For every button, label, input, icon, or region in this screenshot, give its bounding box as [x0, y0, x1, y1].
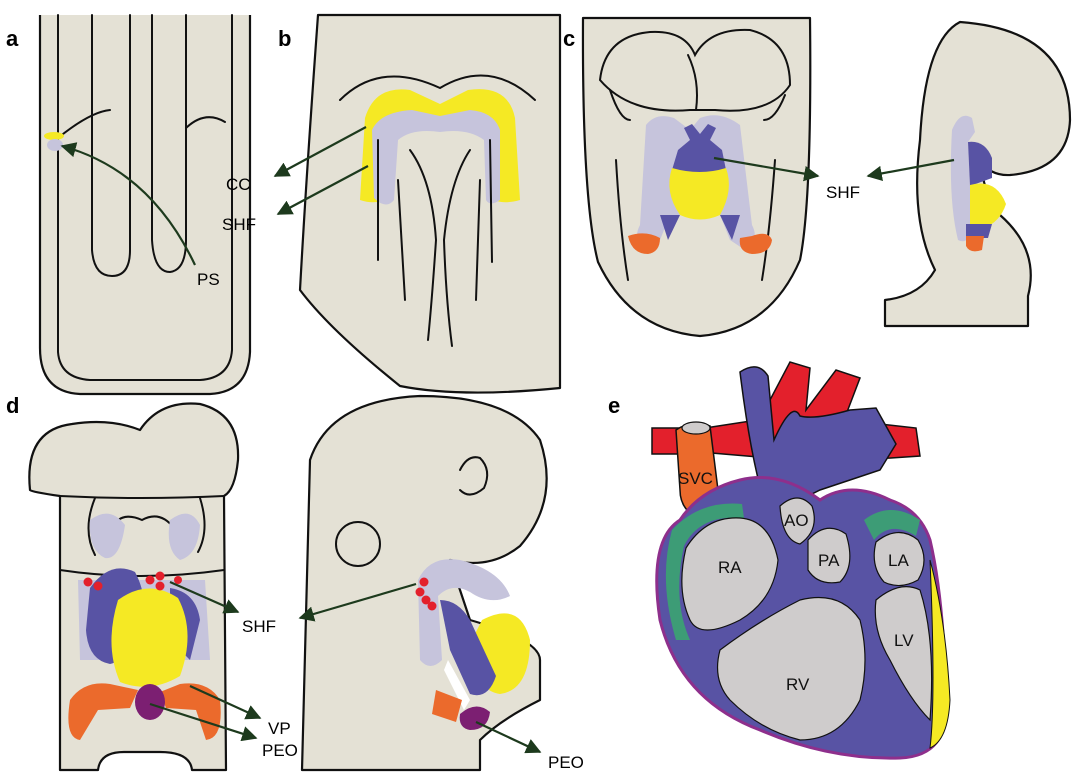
- panel-c-side-venous-pole: [966, 236, 984, 251]
- panel-e-label-ra: RA: [718, 558, 742, 577]
- panel-e-label-lv: LV: [894, 631, 914, 650]
- panel-c-letter: c: [563, 26, 575, 51]
- panel-c-front-ventricle-region: [669, 168, 729, 220]
- panel-b-label-shf: SHF: [222, 215, 256, 234]
- panel-b-embryo-outline: [300, 15, 560, 393]
- panel-a-cardiac-crescent: [44, 132, 64, 140]
- panel-d: d SHF VP: [6, 393, 584, 772]
- panel-c-label-shf: SHF: [826, 183, 860, 202]
- panel-e-letter: e: [608, 393, 620, 418]
- panel-e-label-rv: RV: [786, 675, 810, 694]
- panel-e-label-pa: PA: [818, 551, 840, 570]
- panel-e: e SVC AO PA RA LA RV LV: [608, 362, 950, 758]
- panel-a-primitive-streak-region: [47, 139, 63, 151]
- panel-d-label-peo-right: PEO: [548, 753, 584, 772]
- panel-d-peo-arrow-right: [476, 722, 540, 752]
- panel-d-front-ventricle: [111, 588, 187, 686]
- panel-e-label-la: LA: [888, 551, 909, 570]
- panel-b: b CC SHF: [222, 15, 560, 393]
- panel-d-label-shf: SHF: [242, 617, 276, 636]
- panel-a: a PS: [6, 15, 250, 394]
- panel-d-letter: d: [6, 393, 19, 418]
- panel-d-front-proepicardial-organ: [135, 684, 165, 720]
- panel-a-embryo-outline: [40, 15, 250, 394]
- panel-b-letter: b: [278, 26, 291, 51]
- panel-a-label-ps: PS: [197, 270, 220, 289]
- panel-c: c SHF: [563, 18, 1070, 336]
- panel-b-label-cc: CC: [226, 175, 251, 194]
- panel-e-label-svc: SVC: [678, 469, 713, 488]
- panel-a-letter: a: [6, 26, 19, 51]
- panel-d-label-vp: VP: [268, 719, 291, 738]
- panel-e-label-ao: AO: [784, 511, 809, 530]
- panel-d-label-peo-left: PEO: [262, 741, 298, 760]
